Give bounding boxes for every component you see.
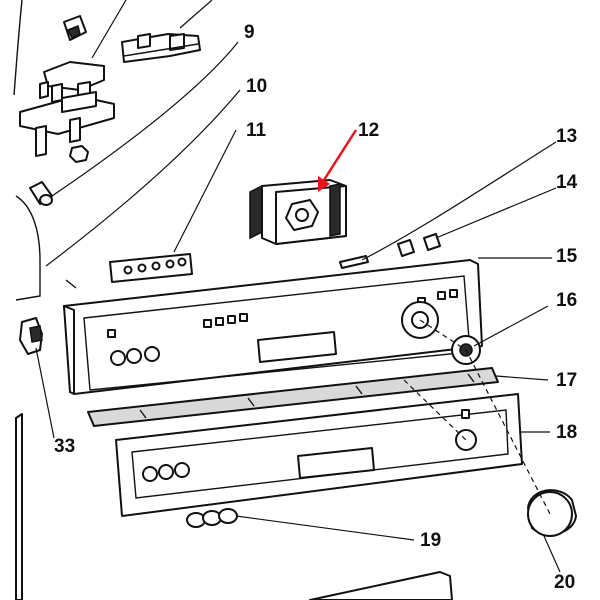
callout-20: 20	[554, 572, 575, 593]
small-cube-part	[69, 145, 89, 163]
highlight-arrow	[318, 129, 358, 192]
part-18-front-panel	[115, 393, 523, 517]
callout-18: 18	[556, 422, 577, 443]
left-rail-part	[15, 413, 23, 600]
part-33-valve	[19, 317, 43, 355]
part-14-clips	[397, 233, 441, 257]
leader-17	[495, 375, 549, 381]
leader-top-b	[179, 0, 213, 29]
leader-10	[45, 89, 241, 267]
small-switch-part	[63, 15, 87, 41]
part-12-switch-module	[249, 179, 347, 245]
switch-block-part	[121, 33, 201, 63]
bracket-assembly-part	[19, 61, 115, 157]
assembly-line-knob	[419, 319, 551, 515]
leader-20	[543, 535, 561, 573]
callout-12: 12	[358, 120, 379, 141]
leader-19	[235, 515, 415, 541]
bottom-strip-part	[309, 571, 453, 600]
leader-top-a	[91, 0, 127, 59]
callout-11: 11	[246, 120, 267, 141]
callout-14: 14	[556, 172, 578, 193]
leader-14	[435, 187, 557, 239]
part-19-buttons	[186, 508, 238, 528]
leader-16	[473, 305, 549, 347]
cylinder-part	[29, 181, 53, 206]
part-13-pin	[339, 255, 369, 269]
leader-9	[51, 41, 239, 197]
callout-19: 19	[420, 530, 441, 551]
callout-15: 15	[556, 246, 578, 267]
callout-16: 16	[556, 290, 577, 311]
callout-17: 17	[556, 370, 577, 391]
cabinet-edge-line	[13, 0, 23, 96]
leader-11	[173, 129, 237, 253]
callout-10: 10	[246, 76, 267, 97]
part-11-terminal-strip	[109, 253, 193, 283]
callout-33: 33	[54, 436, 75, 457]
callout-9: 9	[244, 22, 255, 43]
part-17-trim-strip	[87, 367, 499, 427]
leader-13	[361, 141, 557, 261]
small-screw-part	[65, 279, 77, 289]
part-20-knob	[527, 489, 577, 537]
callout-13: 13	[556, 126, 577, 147]
leader-33	[35, 347, 55, 439]
side-panel-edge	[15, 195, 41, 301]
